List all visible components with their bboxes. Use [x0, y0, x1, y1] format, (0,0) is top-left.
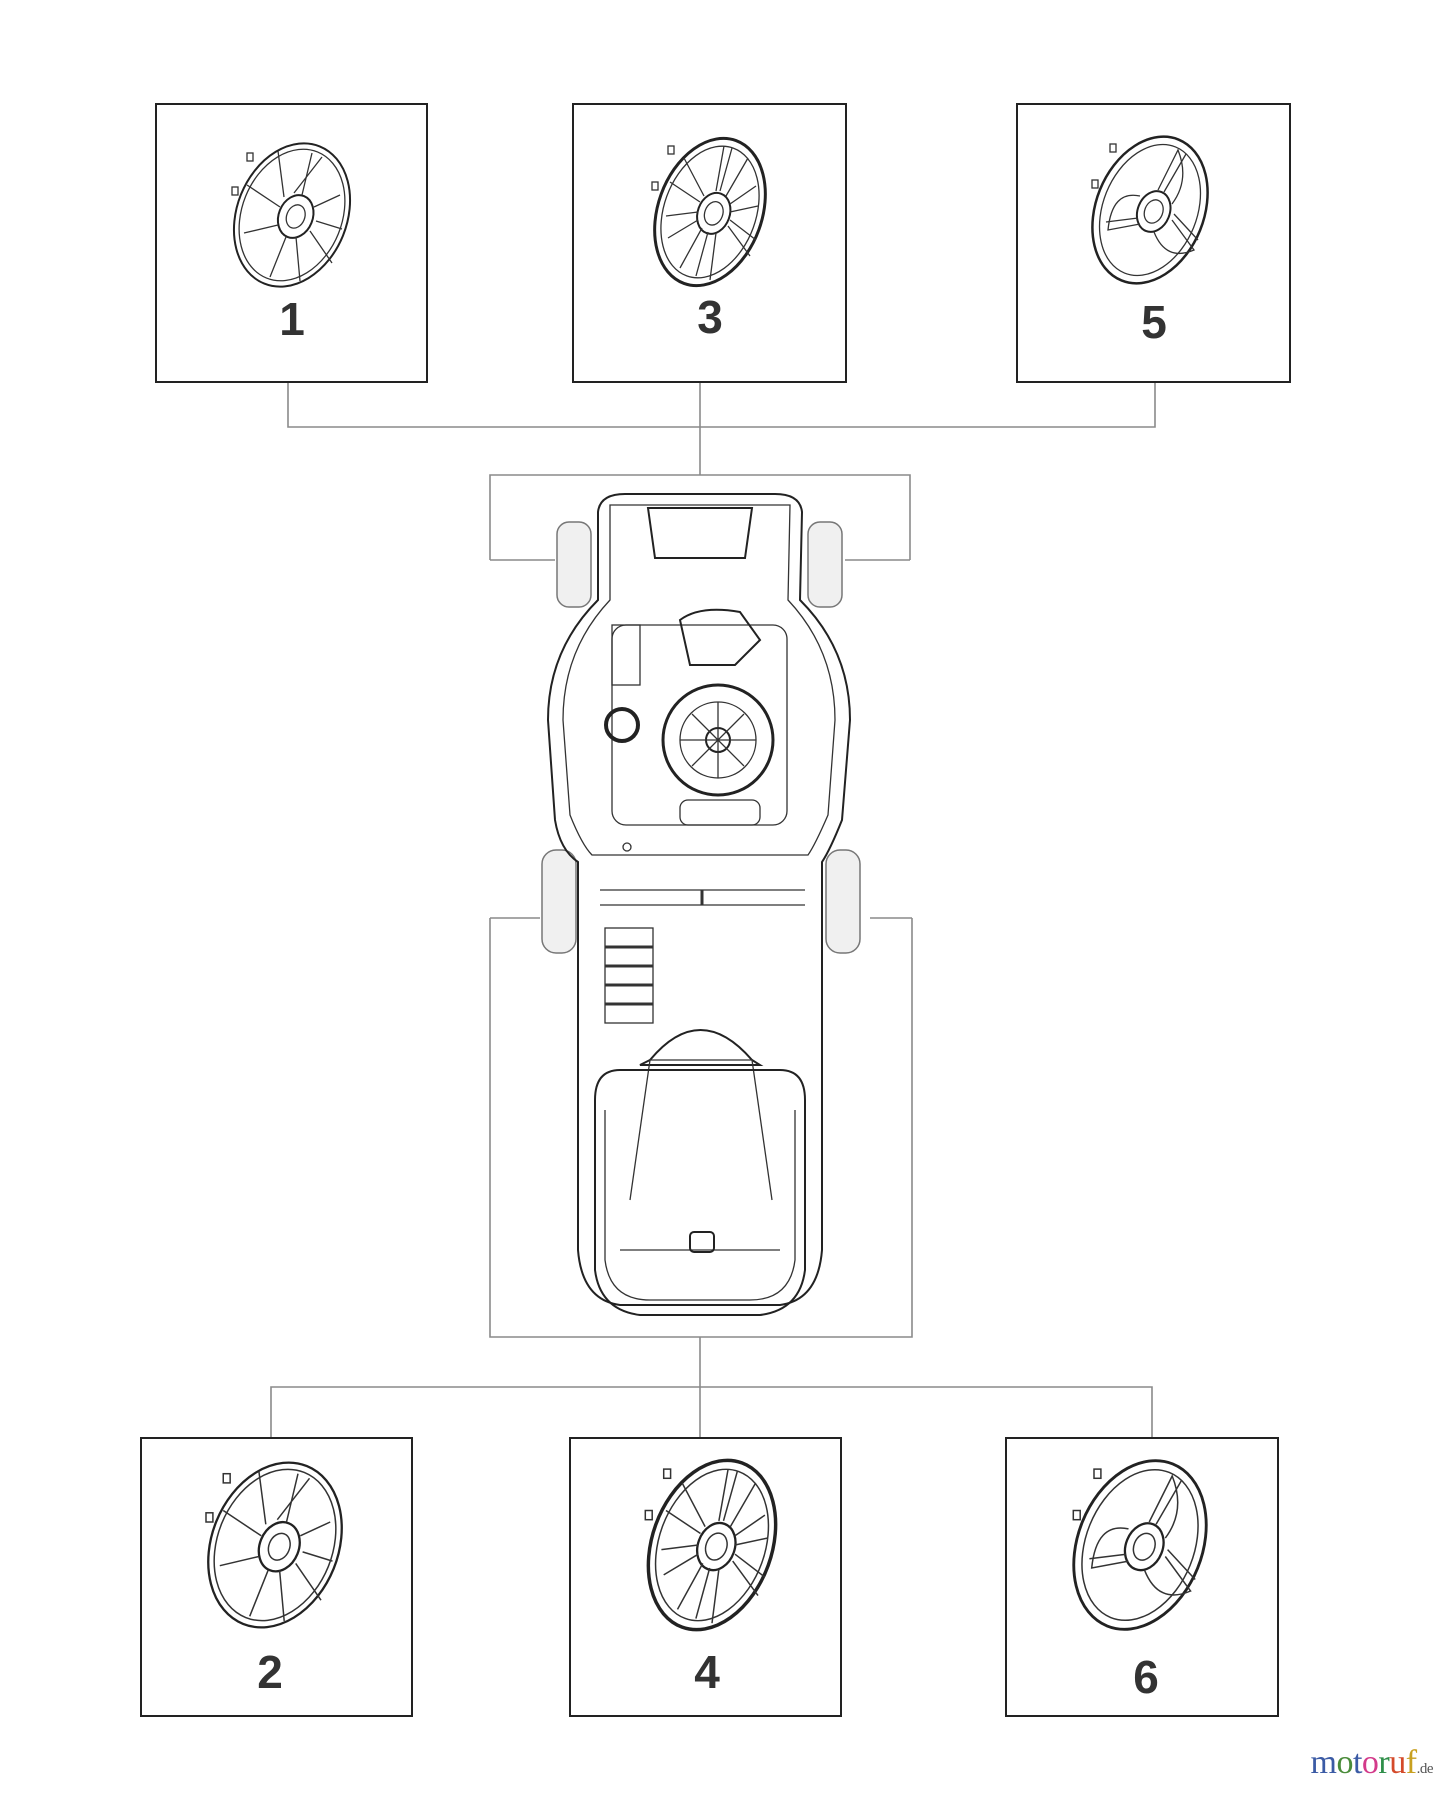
decal-grid: [604, 927, 654, 1024]
rear-left-wheel[interactable]: [541, 849, 577, 954]
part-box-2[interactable]: 2: [140, 1437, 413, 1717]
front-left-wheel[interactable]: [556, 521, 592, 608]
part-box-5[interactable]: 5: [1016, 103, 1291, 383]
connector-lines: [270, 382, 1156, 1438]
part-number: 6: [1133, 1651, 1159, 1703]
part-box-3[interactable]: 3: [572, 103, 847, 383]
part-box-1[interactable]: 1: [155, 103, 428, 383]
lawn-mower-top-view: [541, 493, 861, 1316]
front-right-wheel[interactable]: [807, 521, 843, 608]
part-number: 3: [697, 291, 723, 343]
part-number: 2: [257, 1646, 283, 1698]
part-number: 4: [694, 1646, 720, 1698]
part-box-6[interactable]: 6: [1005, 1437, 1279, 1717]
part-number: 5: [1141, 296, 1167, 348]
motoruf-logo: motoruf.de: [1310, 1744, 1434, 1781]
logo-suffix: .de: [1416, 1761, 1434, 1777]
rear-right-wheel[interactable]: [825, 849, 861, 954]
part-box-4[interactable]: 4: [569, 1437, 842, 1717]
part-number: 1: [279, 293, 305, 345]
